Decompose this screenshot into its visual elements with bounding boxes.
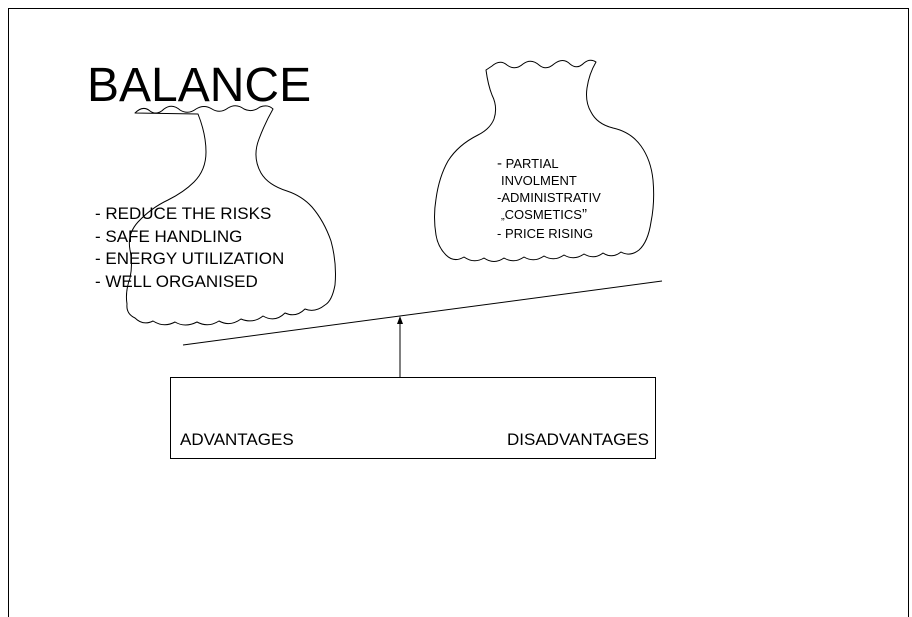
list-item: - WELL ORGANISED bbox=[95, 271, 258, 291]
disadvantages-label: DISADVANTAGES bbox=[506, 430, 649, 449]
left-bag-list: - REDUCE THE RISKS - SAFE HANDLING - ENE… bbox=[95, 203, 284, 293]
list-item: - REDUCE THE RISKS bbox=[95, 204, 272, 223]
fulcrum-box: ADVANTAGES DISADVANTAGES bbox=[170, 377, 656, 459]
open-quote: „ bbox=[501, 210, 505, 222]
slide-frame bbox=[8, 8, 909, 617]
close-quote: ” bbox=[581, 206, 587, 223]
dash: - bbox=[497, 155, 502, 172]
right-bag-outline bbox=[434, 59, 655, 262]
page-title: BALANCE bbox=[87, 59, 312, 112]
list-item: - SAFE HANDLING bbox=[95, 226, 243, 246]
right-bag-list: - PARTIAL INVOLMENT -ADMINISTRATIV „COSM… bbox=[497, 155, 601, 242]
list-item: - PARTIAL bbox=[497, 155, 601, 172]
list-item: -ADMINISTRATIV bbox=[497, 190, 601, 205]
fulcrum-arrow-head bbox=[397, 316, 403, 324]
list-item: - PRICE RISING bbox=[497, 226, 594, 241]
item-text: PARTIAL bbox=[502, 156, 559, 171]
list-item: INVOLMENT bbox=[501, 173, 577, 188]
list-item: - ENERGY UTILIZATION bbox=[95, 249, 285, 268]
left-bag-outline bbox=[125, 105, 336, 326]
item-text: COSMETICS bbox=[504, 207, 582, 222]
balance-beam bbox=[182, 280, 663, 346]
list-item: „COSMETICS” bbox=[497, 206, 601, 225]
advantages-label: ADVANTAGES bbox=[180, 430, 294, 449]
